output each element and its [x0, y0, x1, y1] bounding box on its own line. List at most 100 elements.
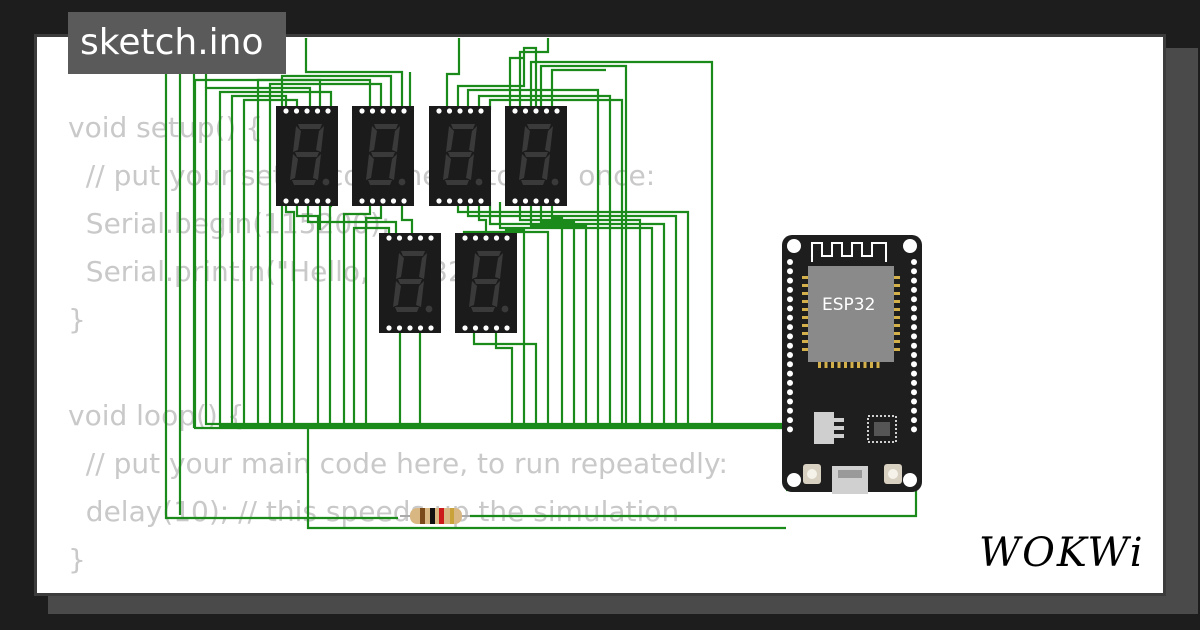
board-pin[interactable]	[911, 407, 917, 414]
display-pin[interactable]	[462, 325, 468, 331]
board-pin[interactable]	[911, 286, 917, 293]
display-pin[interactable]	[407, 235, 413, 241]
display-pin[interactable]	[417, 325, 424, 331]
display-pin[interactable]	[407, 325, 413, 331]
display-pin[interactable]	[436, 108, 442, 114]
display-pin[interactable]	[533, 198, 539, 204]
board-pin[interactable]	[911, 314, 917, 321]
display-pin[interactable]	[401, 108, 407, 114]
display-pin[interactable]	[504, 235, 510, 241]
display-pin[interactable]	[493, 325, 500, 331]
display-pin[interactable]	[533, 108, 539, 114]
board-pin[interactable]	[787, 268, 793, 275]
seven-segment-display-icon[interactable]	[505, 106, 567, 206]
file-tab[interactable]: sketch.ino	[68, 12, 286, 74]
display-pin[interactable]	[380, 108, 386, 114]
board-pin[interactable]	[787, 333, 793, 340]
display-pin[interactable]	[478, 108, 484, 114]
board-pin[interactable]	[911, 277, 917, 284]
board-pin[interactable]	[787, 389, 793, 396]
board-pin[interactable]	[911, 259, 917, 265]
board-pin[interactable]	[911, 389, 917, 396]
display-pin[interactable]	[554, 108, 560, 114]
display-pin[interactable]	[483, 325, 489, 331]
seven-segment-displays[interactable]	[276, 106, 567, 333]
display-pin[interactable]	[396, 325, 403, 331]
seven-segment-display-icon[interactable]	[429, 106, 491, 206]
display-pin[interactable]	[472, 325, 479, 331]
display-pin[interactable]	[446, 108, 453, 114]
display-pin[interactable]	[522, 108, 529, 114]
display-pin[interactable]	[304, 198, 310, 204]
display-pin[interactable]	[359, 108, 365, 114]
board-pin[interactable]	[911, 352, 917, 358]
display-pin[interactable]	[428, 235, 434, 241]
display-pin[interactable]	[304, 108, 310, 114]
display-pin[interactable]	[522, 198, 529, 204]
display-pin[interactable]	[436, 198, 442, 204]
display-pin[interactable]	[543, 108, 550, 114]
display-pin[interactable]	[467, 108, 474, 114]
display-pin[interactable]	[417, 235, 424, 241]
display-pin[interactable]	[446, 198, 453, 204]
board-pin[interactable]	[787, 305, 793, 312]
display-pin[interactable]	[359, 198, 365, 204]
board-pin[interactable]	[787, 379, 793, 386]
board-pin[interactable]	[787, 324, 793, 331]
display-pin[interactable]	[467, 198, 474, 204]
display-pin[interactable]	[457, 198, 463, 204]
display-pin[interactable]	[401, 198, 407, 204]
board-pin[interactable]	[787, 417, 793, 424]
board-pin[interactable]	[787, 342, 793, 349]
display-pin[interactable]	[380, 198, 386, 204]
display-pin[interactable]	[325, 108, 331, 114]
display-pin[interactable]	[325, 198, 331, 204]
display-pin[interactable]	[314, 108, 321, 114]
board-pin[interactable]	[787, 398, 793, 405]
board-pin[interactable]	[911, 398, 917, 405]
board-pin[interactable]	[911, 379, 917, 386]
display-pin[interactable]	[293, 108, 300, 114]
board-pin[interactable]	[787, 352, 793, 358]
board-pin[interactable]	[787, 259, 793, 265]
display-pin[interactable]	[504, 325, 510, 331]
board-pin[interactable]	[787, 426, 793, 433]
display-pin[interactable]	[483, 235, 489, 241]
board-pin[interactable]	[787, 361, 793, 368]
board-pin[interactable]	[911, 342, 917, 349]
seven-segment-display-icon[interactable]	[379, 233, 441, 333]
board-pin[interactable]	[787, 286, 793, 293]
display-pin[interactable]	[472, 235, 479, 241]
board-pin[interactable]	[911, 361, 917, 368]
display-pin[interactable]	[369, 198, 376, 204]
board-pin[interactable]	[787, 370, 793, 377]
display-pin[interactable]	[462, 235, 468, 241]
seven-segment-display-icon[interactable]	[276, 106, 338, 206]
board-pin[interactable]	[911, 324, 917, 331]
seven-segment-display-icon[interactable]	[455, 233, 517, 333]
display-pin[interactable]	[283, 198, 289, 204]
resistor-icon[interactable]	[400, 508, 470, 524]
display-pin[interactable]	[543, 198, 550, 204]
esp32-board[interactable]: ESP32	[782, 235, 922, 494]
display-pin[interactable]	[390, 198, 397, 204]
display-pin[interactable]	[293, 198, 300, 204]
display-pin[interactable]	[428, 325, 434, 331]
board-pin[interactable]	[787, 277, 793, 284]
display-pin[interactable]	[554, 198, 560, 204]
board-pin[interactable]	[911, 305, 917, 312]
display-pin[interactable]	[493, 235, 500, 241]
display-pin[interactable]	[396, 235, 403, 241]
display-pin[interactable]	[386, 325, 392, 331]
simulation-canvas[interactable]	[34, 34, 1166, 596]
display-pin[interactable]	[314, 198, 321, 204]
display-pin[interactable]	[369, 108, 376, 114]
board-pin[interactable]	[911, 426, 917, 433]
display-pin[interactable]	[512, 108, 518, 114]
display-pin[interactable]	[283, 108, 289, 114]
display-pin[interactable]	[386, 235, 392, 241]
board-pin[interactable]	[911, 417, 917, 424]
board-pin[interactable]	[911, 333, 917, 340]
board-pin[interactable]	[911, 370, 917, 377]
